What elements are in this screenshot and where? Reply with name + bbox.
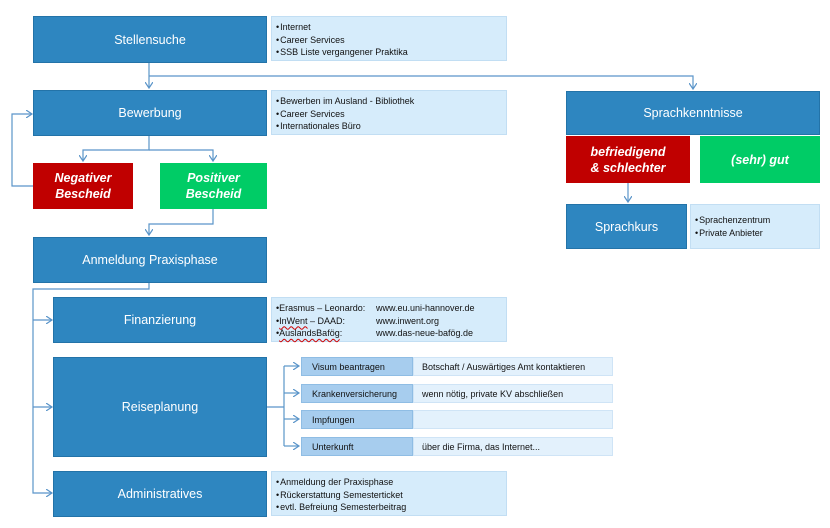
anmeldung-box: Anmeldung Praxisphase	[33, 237, 267, 283]
stellensuche-title: Stellensuche	[114, 32, 186, 47]
finanzierung-panel: •Erasmus – Leonardo: www.eu.uni-hannover…	[271, 297, 507, 342]
krankenversicherung-label: Krankenversicherung	[301, 384, 413, 403]
sprachkurs-box: Sprachkurs	[566, 204, 687, 249]
unterkunft-value: über die Firma, das Internet...	[413, 437, 613, 456]
negativer-bescheid-box: Negativer Bescheid	[33, 163, 133, 209]
negativer-line1: Negativer	[54, 171, 112, 185]
sprachkenntnisse-title: Sprachkenntnisse	[643, 106, 743, 120]
befriedigend-box: befriedigend & schlechter	[566, 136, 690, 183]
reiseplanung-title: Reiseplanung	[121, 400, 199, 414]
krankenversicherung-value: wenn nötig, private KV abschließen	[413, 384, 613, 403]
impfungen-label: Impfungen	[301, 410, 413, 429]
list-item: •Erasmus – Leonardo: www.eu.uni-hannover…	[276, 303, 475, 313]
list-item: Anmeldung der Praxisphase	[276, 476, 506, 489]
finanzierung-title: Finanzierung	[123, 313, 197, 327]
negativer-line2: Bescheid	[55, 187, 111, 201]
unterkunft-label: Unterkunft	[301, 437, 413, 456]
administratives-panel: Anmeldung der Praxisphase Rückerstattung…	[271, 471, 507, 516]
sprachkenntnisse-box: Sprachkenntnisse	[566, 91, 820, 135]
list-item: Internationales Büro	[276, 120, 506, 133]
list-item: •InWent – DAAD: www.inwent.org	[276, 315, 440, 326]
list-item: •AuslandsBafög: www.das-neue-bafög.de	[276, 328, 474, 338]
sehr-gut-label: (sehr) gut	[731, 152, 789, 167]
list-item: Career Services	[276, 108, 506, 121]
visum-value: Botschaft / Auswärtiges Amt kontaktieren	[413, 357, 613, 376]
positiver-line2: Bescheid	[185, 187, 242, 201]
list-item: SSB Liste vergangener Praktika	[276, 46, 506, 59]
positiver-line1: Positiver	[187, 171, 240, 185]
stellensuche-box: Stellensuche	[33, 16, 267, 63]
sprachkurs-title: Sprachkurs	[594, 219, 659, 234]
finanzierung-box: Finanzierung	[53, 297, 267, 343]
list-item: Sprachenzentrum	[695, 214, 819, 227]
list-item: evtl. Befreiung Semesterbeitrag	[276, 501, 506, 514]
befriedigend-line2: & schlechter	[590, 160, 666, 175]
list-item: Private Anbieter	[695, 227, 819, 240]
sprachkurs-panel: Sprachenzentrum Private Anbieter	[690, 204, 820, 249]
reiseplanung-box: Reiseplanung	[53, 357, 267, 457]
positiver-bescheid-box: Positiver Bescheid	[160, 163, 267, 209]
list-item: Internet	[276, 21, 506, 34]
sehr-gut-box: (sehr) gut	[700, 136, 820, 183]
administratives-title: Administratives	[117, 487, 203, 501]
anmeldung-title: Anmeldung Praxisphase	[82, 253, 218, 267]
list-item: Rückerstattung Semesterticket	[276, 489, 506, 502]
list-item: Career Services	[276, 34, 506, 47]
stellensuche-panel: Internet Career Services SSB Liste verga…	[271, 16, 507, 61]
bewerbung-panel: Bewerben im Ausland - Bibliothek Career …	[271, 90, 507, 135]
impfungen-value	[413, 410, 613, 429]
bewerbung-box: Bewerbung	[33, 90, 267, 136]
list-item: Bewerben im Ausland - Bibliothek	[276, 95, 506, 108]
befriedigend-line1: befriedigend	[590, 144, 666, 159]
bewerbung-title: Bewerbung	[118, 106, 182, 120]
administratives-box: Administratives	[53, 471, 267, 517]
visum-label: Visum beantragen	[301, 357, 413, 376]
